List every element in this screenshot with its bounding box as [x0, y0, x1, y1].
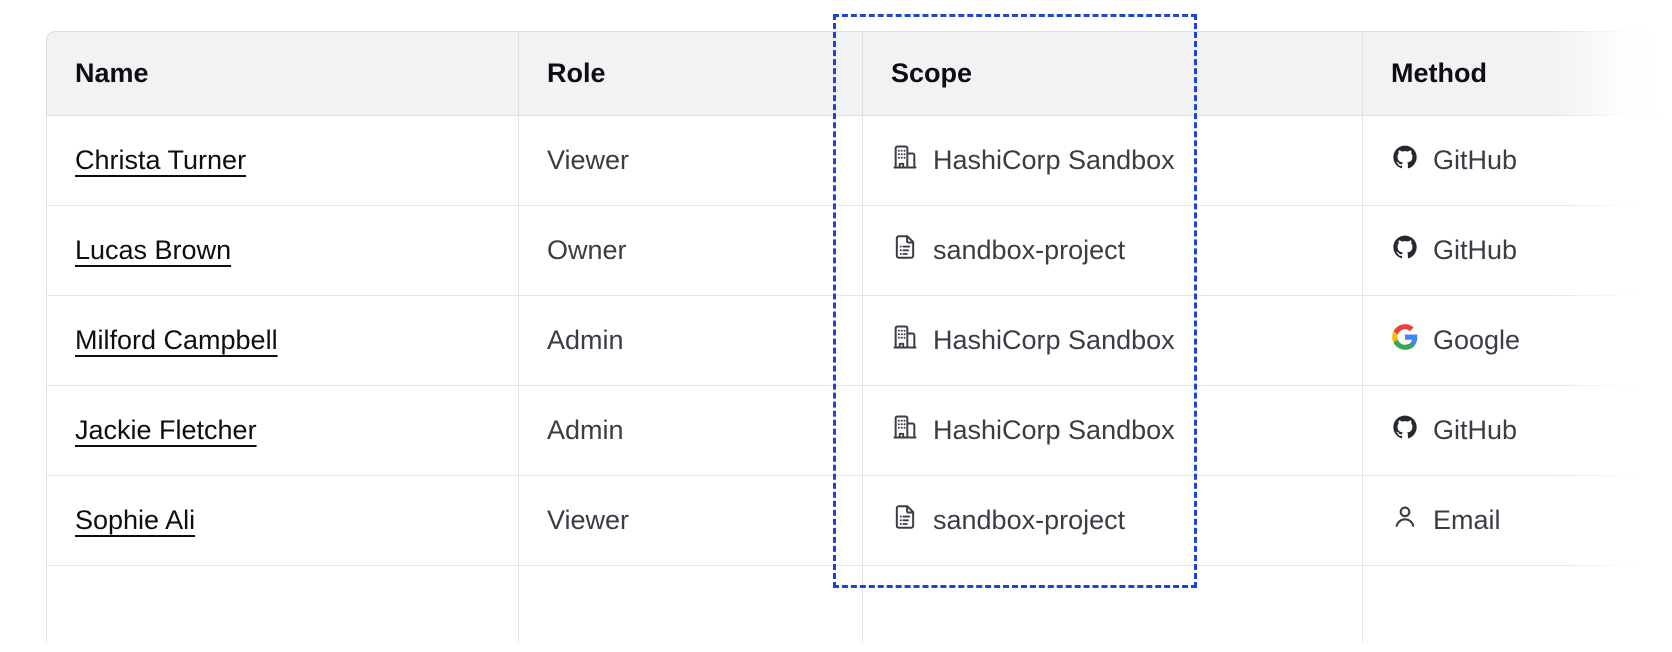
github-icon: [1391, 233, 1419, 268]
cell-role: [519, 566, 863, 652]
member-name-link[interactable]: Christa Turner: [75, 145, 247, 175]
method-value: Google: [1433, 325, 1521, 355]
github-icon: [1391, 143, 1419, 178]
column-header-method[interactable]: Method: [1363, 31, 1672, 116]
cell-method: GitHub: [1363, 206, 1672, 296]
cell-scope: HashiCorp Sandbox: [863, 116, 1363, 206]
cell-role: Admin: [519, 386, 863, 476]
column-header-name[interactable]: Name: [46, 31, 519, 116]
role-value: Viewer: [547, 145, 630, 175]
table-header: Name Role Scope Method: [46, 31, 1672, 116]
table-body: Christa Turner Viewer: [46, 116, 1672, 652]
cell-scope: [863, 566, 1363, 652]
cell-method: GitHub: [1363, 386, 1672, 476]
table-row: Milford Campbell Admin: [46, 296, 1672, 386]
cell-role: Admin: [519, 296, 863, 386]
column-header-role[interactable]: Role: [519, 31, 863, 116]
scope-value: HashiCorp Sandbox: [933, 325, 1175, 355]
method-value: Email: [1433, 505, 1501, 535]
member-name-link[interactable]: Sophie Ali: [75, 505, 196, 535]
project-document-icon: [891, 503, 919, 538]
role-value: Viewer: [547, 505, 630, 535]
member-name-link[interactable]: Lucas Brown: [75, 235, 232, 265]
cell-scope: HashiCorp Sandbox: [863, 296, 1363, 386]
cell-scope: sandbox-project: [863, 206, 1363, 296]
cell-name: [46, 566, 519, 652]
member-name-link[interactable]: Milford Campbell: [75, 325, 278, 355]
scope-value: HashiCorp Sandbox: [933, 145, 1175, 175]
google-icon: [1391, 323, 1419, 358]
method-value: GitHub: [1433, 145, 1518, 175]
cell-name: Christa Turner: [46, 116, 519, 206]
organization-building-icon: [891, 413, 919, 448]
table-scroll-container[interactable]: Name Role Scope Method Christa Turner Vi…: [46, 31, 1672, 652]
scope-value: sandbox-project: [933, 235, 1126, 265]
cell-scope: HashiCorp Sandbox: [863, 386, 1363, 476]
cell-method: [1363, 566, 1672, 652]
method-value: GitHub: [1433, 415, 1518, 445]
table-row: [46, 566, 1672, 652]
cell-name: Lucas Brown: [46, 206, 519, 296]
organization-building-icon: [891, 143, 919, 178]
table-row: Jackie Fletcher Admin: [46, 386, 1672, 476]
cell-role: Viewer: [519, 476, 863, 566]
user-person-icon: [1391, 503, 1419, 538]
role-value: Owner: [547, 235, 627, 265]
method-value: GitHub: [1433, 235, 1518, 265]
cell-scope: sandbox-project: [863, 476, 1363, 566]
table-row: Lucas Brown Owner: [46, 206, 1672, 296]
column-header-scope[interactable]: Scope: [863, 31, 1363, 116]
cell-method: GitHub: [1363, 116, 1672, 206]
table-row: Sophie Ali Viewer: [46, 476, 1672, 566]
role-value: Admin: [547, 325, 624, 355]
table-row: Christa Turner Viewer: [46, 116, 1672, 206]
cell-method: Google: [1363, 296, 1672, 386]
role-value: Admin: [547, 415, 624, 445]
cell-role: Viewer: [519, 116, 863, 206]
github-icon: [1391, 413, 1419, 448]
cell-name: Sophie Ali: [46, 476, 519, 566]
members-permissions-table: Name Role Scope Method Christa Turner Vi…: [46, 31, 1672, 652]
member-name-link[interactable]: Jackie Fletcher: [75, 415, 257, 445]
scope-value: sandbox-project: [933, 505, 1126, 535]
table-header-row: Name Role Scope Method: [46, 31, 1672, 116]
cell-role: Owner: [519, 206, 863, 296]
organization-building-icon: [891, 323, 919, 358]
scope-value: HashiCorp Sandbox: [933, 415, 1175, 445]
cell-method: Email: [1363, 476, 1672, 566]
cell-name: Milford Campbell: [46, 296, 519, 386]
cell-name: Jackie Fletcher: [46, 386, 519, 476]
project-document-icon: [891, 233, 919, 268]
